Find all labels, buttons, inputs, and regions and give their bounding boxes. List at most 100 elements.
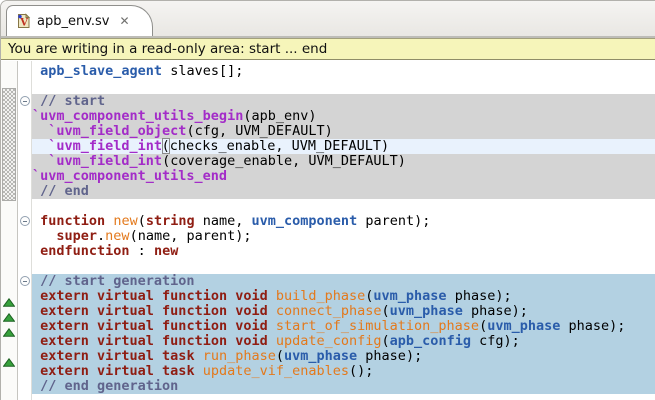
code-token: . [97,228,106,244]
code-token [268,333,276,349]
green-triangle-marker-icon[interactable] [2,322,16,337]
code-line[interactable]: extern virtual task update_vif_enables()… [32,364,655,379]
code-token: (coverage_enable, UVM_DEFAULT) [162,153,406,169]
code-line[interactable]: extern virtual function void start_of_si… [32,319,655,334]
code-line[interactable]: apb_slave_agent slaves[]; [32,64,655,79]
fold-collapse-icon[interactable] [20,276,30,286]
code-line[interactable]: // end [32,184,655,199]
code-line[interactable] [32,79,655,94]
code-token: (); [349,363,374,379]
code-token: checks_enable, UVM_DEFAULT) [169,138,390,154]
code-token: uvm_phase [284,348,358,364]
code-token [268,318,276,334]
code-token: ( [137,213,146,229]
tab-label: apb_env.sv [37,13,110,29]
code-token: extern virtual function void [40,288,268,304]
code-token: : [129,243,154,259]
code-token: (cfg, UVM_DEFAULT) [186,123,333,139]
code-line[interactable]: super.new(name, parent); [32,229,655,244]
file-icon-letter: V [19,18,28,29]
code-line[interactable] [32,259,655,274]
code-token [32,318,40,334]
code-line[interactable]: extern virtual function void update_conf… [32,334,655,349]
code-token: uvm_phase [373,288,447,304]
code-token: update_vif_enables [202,363,350,379]
text-caret [162,141,164,154]
code-token [32,303,40,319]
code-line[interactable]: extern virtual function void connect_pha… [32,304,655,319]
code-line[interactable]: `uvm_field_object(cfg, UVM_DEFAULT) [32,124,655,139]
code-line[interactable]: extern virtual function void build_phase… [32,289,655,304]
code-token: uvm_component [251,213,358,229]
code-token: extern virtual task [40,348,195,364]
fold-collapse-icon[interactable] [20,96,30,106]
code-token: name, [194,213,252,229]
code-token: extern virtual task [40,363,195,379]
code-token: ( [381,333,390,349]
code-token [268,288,276,304]
code-token: run_phase [202,348,276,364]
code-token: parent); [357,213,431,229]
code-token: `uvm_component_utils_end [32,168,228,184]
code-token: `uvm_field_int [48,138,163,154]
code-line[interactable]: `uvm_field_int(checks_enable, UVM_DEFAUL… [32,138,655,154]
code-token: // start generation [32,273,195,289]
code-token [32,138,48,154]
code-token: phase); [462,303,528,319]
code-line[interactable]: // end generation [32,379,655,394]
code-token: `uvm_field_object [48,123,187,139]
code-token: // start [32,93,106,109]
code-token [32,348,40,364]
code-token: ( [275,348,285,364]
code-line[interactable]: // start generation [32,274,655,289]
code-token: function [40,213,106,229]
code-line[interactable] [32,199,655,214]
code-token: uvm_phase [389,303,463,319]
code-token: phase); [446,288,512,304]
systemverilog-file-icon: V [18,13,31,29]
code-token: // end [32,183,89,199]
code-token: extern virtual function void [40,303,268,319]
code-token [32,288,40,304]
code-token: phase); [560,318,626,334]
code-token: ( [365,288,374,304]
code-token: (apb_env) [243,108,317,124]
code-line[interactable]: // start [32,94,655,109]
code-token: phase); [357,348,423,364]
code-token [195,348,203,364]
code-line[interactable]: `uvm_field_int(coverage_enable, UVM_DEFA… [32,154,655,169]
code-token [268,303,276,319]
code-line[interactable]: function new(string name, uvm_component … [32,214,655,229]
code-token: uvm_phase [487,318,561,334]
green-triangle-marker-icon[interactable] [2,352,16,367]
code-token: new [105,228,130,244]
code-editor[interactable]: apb_slave_agent slaves[]; // start`uvm_c… [1,61,655,400]
code-token: cfg); [470,333,520,349]
code-token: start_of_simulation_phase [275,318,480,334]
code-line[interactable]: endfunction : new [32,244,655,259]
code-token [32,213,40,229]
warning-text: You are writing in a read-only area: sta… [8,41,328,57]
code-line[interactable]: `uvm_component_utils_begin(apb_env) [32,109,655,124]
code-token: (name, parent); [129,228,252,244]
code-area[interactable]: apb_slave_agent slaves[]; // start`uvm_c… [32,61,655,400]
green-triangle-marker-icon[interactable] [2,307,16,322]
editor-tab-bar: V apb_env.sv ✕ [1,1,655,38]
code-token: extern virtual function void [40,333,268,349]
tab-close-icon[interactable]: ✕ [119,14,130,28]
annotation-ruler [1,61,18,400]
code-token: extern virtual function void [40,318,268,334]
tab-apb-env-sv[interactable]: V apb_env.sv ✕ [6,5,153,36]
green-triangle-marker-icon[interactable] [2,292,16,307]
code-token: connect_phase [275,303,382,319]
read-only-warning-bar: You are writing in a read-only area: sta… [1,38,655,60]
fold-collapse-icon[interactable] [20,216,30,226]
code-token: `uvm_component_utils_begin [32,108,244,124]
code-token: build_phase [275,288,366,304]
code-line[interactable]: extern virtual task run_phase(uvm_phase … [32,349,655,364]
code-token: ( [381,303,390,319]
code-token [32,63,40,79]
code-line[interactable]: `uvm_component_utils_end [32,169,655,184]
code-token [195,363,203,379]
code-token: apb_slave_agent [40,63,163,79]
